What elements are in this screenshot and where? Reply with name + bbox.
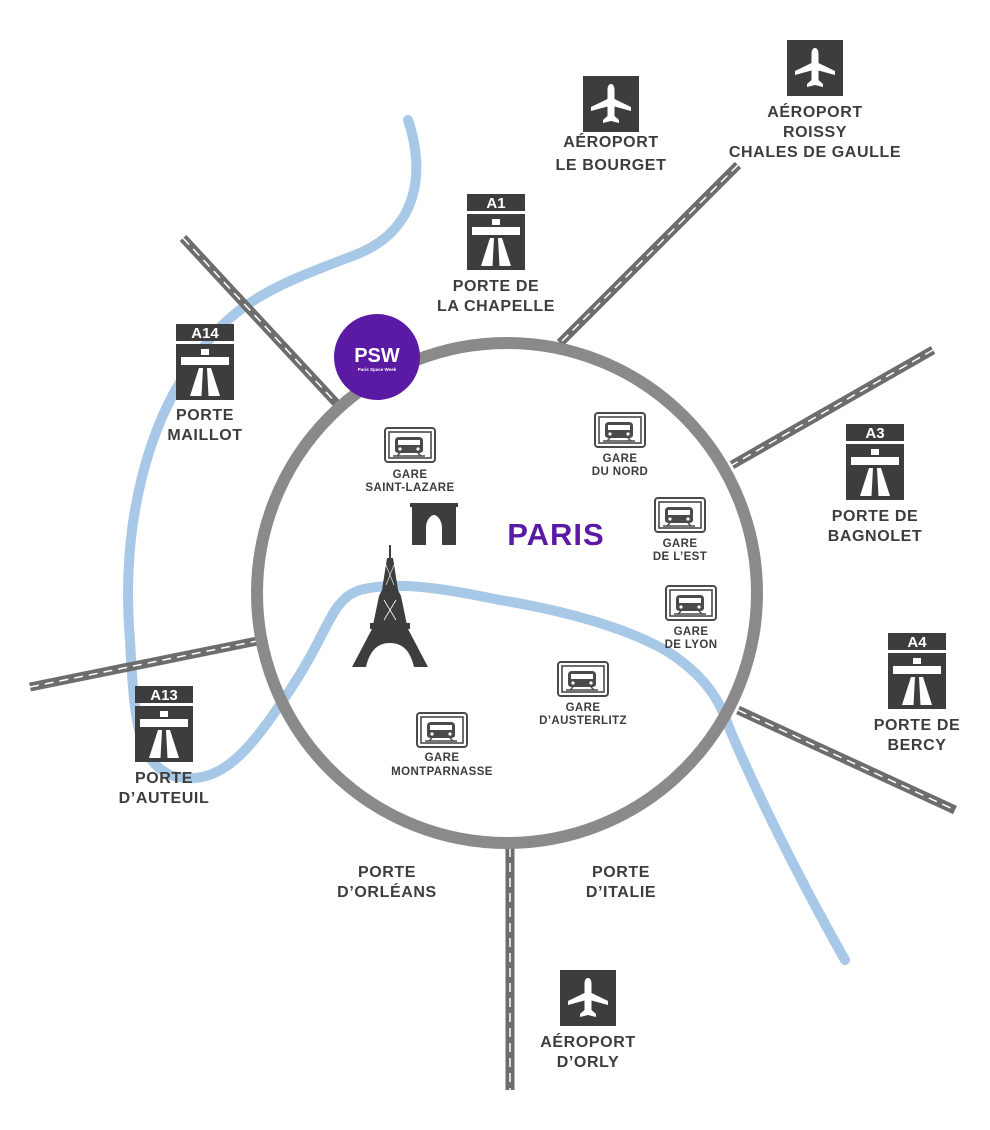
highway-a13: A13 PORTE D’AUTEUIL xyxy=(119,686,210,807)
porte-label-line: D’ITALIE xyxy=(586,884,656,901)
city-name: PARIS xyxy=(507,517,604,552)
station-label-line: GARE xyxy=(393,469,428,481)
highway-code: A4 xyxy=(907,634,927,651)
porte-label-line: LA CHAPELLE xyxy=(437,298,555,315)
porte-label-line: BAGNOLET xyxy=(828,528,923,545)
highway-code: A13 xyxy=(150,687,178,704)
station-austerlitz: GARE D’AUSTERLITZ xyxy=(539,661,627,727)
porte-label-line: PORTE xyxy=(358,864,416,881)
road-a13 xyxy=(29,635,263,692)
station-label-line: GARE xyxy=(663,538,698,550)
airport-label-line: AÉROPORT xyxy=(563,132,658,151)
peripherique-ring xyxy=(251,337,763,849)
station-de-l-est: GARE DE L’EST xyxy=(653,497,707,563)
psw-logo-initials: PSW xyxy=(354,345,400,367)
airport-label-line: AÉROPORT xyxy=(540,1032,635,1051)
porte-label-line: MAILLOT xyxy=(167,427,242,444)
airport-label-line: D’ORLY xyxy=(557,1054,620,1071)
road-a14 xyxy=(179,234,342,409)
porte-label-line: D’ORLÉANS xyxy=(337,882,437,901)
airport-label-line: AÉROPORT xyxy=(767,102,862,121)
airport-le-bourget: AÉROPORT LE BOURGET xyxy=(556,76,667,174)
road-a4 xyxy=(736,705,957,815)
station-label-line: DU NORD xyxy=(592,466,648,478)
station-du-nord: GARE DU NORD xyxy=(592,412,648,478)
station-label-line: DE L’EST xyxy=(653,551,707,563)
station-label-line: SAINT-LAZARE xyxy=(365,482,454,494)
highway-a3: A3 PORTE DE BAGNOLET xyxy=(828,424,923,545)
road-a1 xyxy=(556,161,742,347)
train-icon xyxy=(557,661,609,697)
porte-label-line: PORTE xyxy=(176,407,234,424)
airplane-icon xyxy=(583,76,639,132)
station-label-line: GARE xyxy=(425,752,460,764)
station-label-line: DE LYON xyxy=(665,639,718,651)
eiffel-tower-icon xyxy=(352,545,428,667)
station-saint-lazare: GARE SAINT-LAZARE xyxy=(365,427,454,494)
station-de-lyon: GARE DE LYON xyxy=(665,585,718,651)
highway-a4: A4 PORTE DE BERCY xyxy=(874,633,961,754)
airport-label-line: LE BOURGET xyxy=(556,157,667,174)
train-icon xyxy=(416,712,468,748)
station-label-line: GARE xyxy=(674,626,709,638)
porte-label-line: D’AUTEUIL xyxy=(119,790,210,807)
psw-logo-name: Paris Space Week xyxy=(358,367,397,372)
porte-label-line: PORTE DE xyxy=(453,278,540,295)
train-icon xyxy=(384,427,436,463)
airport-orly: AÉROPORT D’ORLY xyxy=(540,970,635,1071)
station-label-line: MONTPARNASSE xyxy=(391,766,493,778)
porte-label-line: PORTE xyxy=(592,864,650,881)
highway-code: A1 xyxy=(486,195,505,212)
radial-roads xyxy=(29,161,957,1090)
highway-code: A3 xyxy=(865,425,884,442)
porte-label-line: PORTE DE xyxy=(832,508,919,525)
porte-label-line: PORTE DE xyxy=(874,717,961,734)
river-seine xyxy=(123,115,850,965)
porte-label-line: PORTE xyxy=(135,770,193,787)
porte-orleans: PORTE D’ORLÉANS xyxy=(337,864,437,901)
station-montparnasse: GARE MONTPARNASSE xyxy=(391,712,493,778)
airplane-icon xyxy=(787,40,843,96)
highway-code: A14 xyxy=(191,325,219,342)
airport-label-line: ROISSY xyxy=(783,124,847,141)
porte-italie: PORTE D’ITALIE xyxy=(586,864,656,901)
highway-a1: A1 PORTE DE LA CHAPELLE xyxy=(437,194,555,315)
airplane-icon xyxy=(560,970,616,1026)
psw-logo: PSW Paris Space Week xyxy=(334,314,420,400)
station-label-line: D’AUSTERLITZ xyxy=(539,715,627,727)
airport-roissy: AÉROPORT ROISSY CHALES DE GAULLE xyxy=(729,40,901,161)
road-a3 xyxy=(729,346,936,469)
train-icon xyxy=(594,412,646,448)
arc-de-triomphe-icon xyxy=(410,503,458,545)
airport-label-line: CHALES DE GAULLE xyxy=(729,144,901,161)
train-icon xyxy=(654,497,706,533)
porte-label-line: BERCY xyxy=(887,737,946,754)
station-label-line: GARE xyxy=(603,453,638,465)
train-icon xyxy=(665,585,717,621)
station-label-line: GARE xyxy=(566,702,601,714)
highway-a14: A14 PORTE MAILLOT xyxy=(167,324,242,444)
